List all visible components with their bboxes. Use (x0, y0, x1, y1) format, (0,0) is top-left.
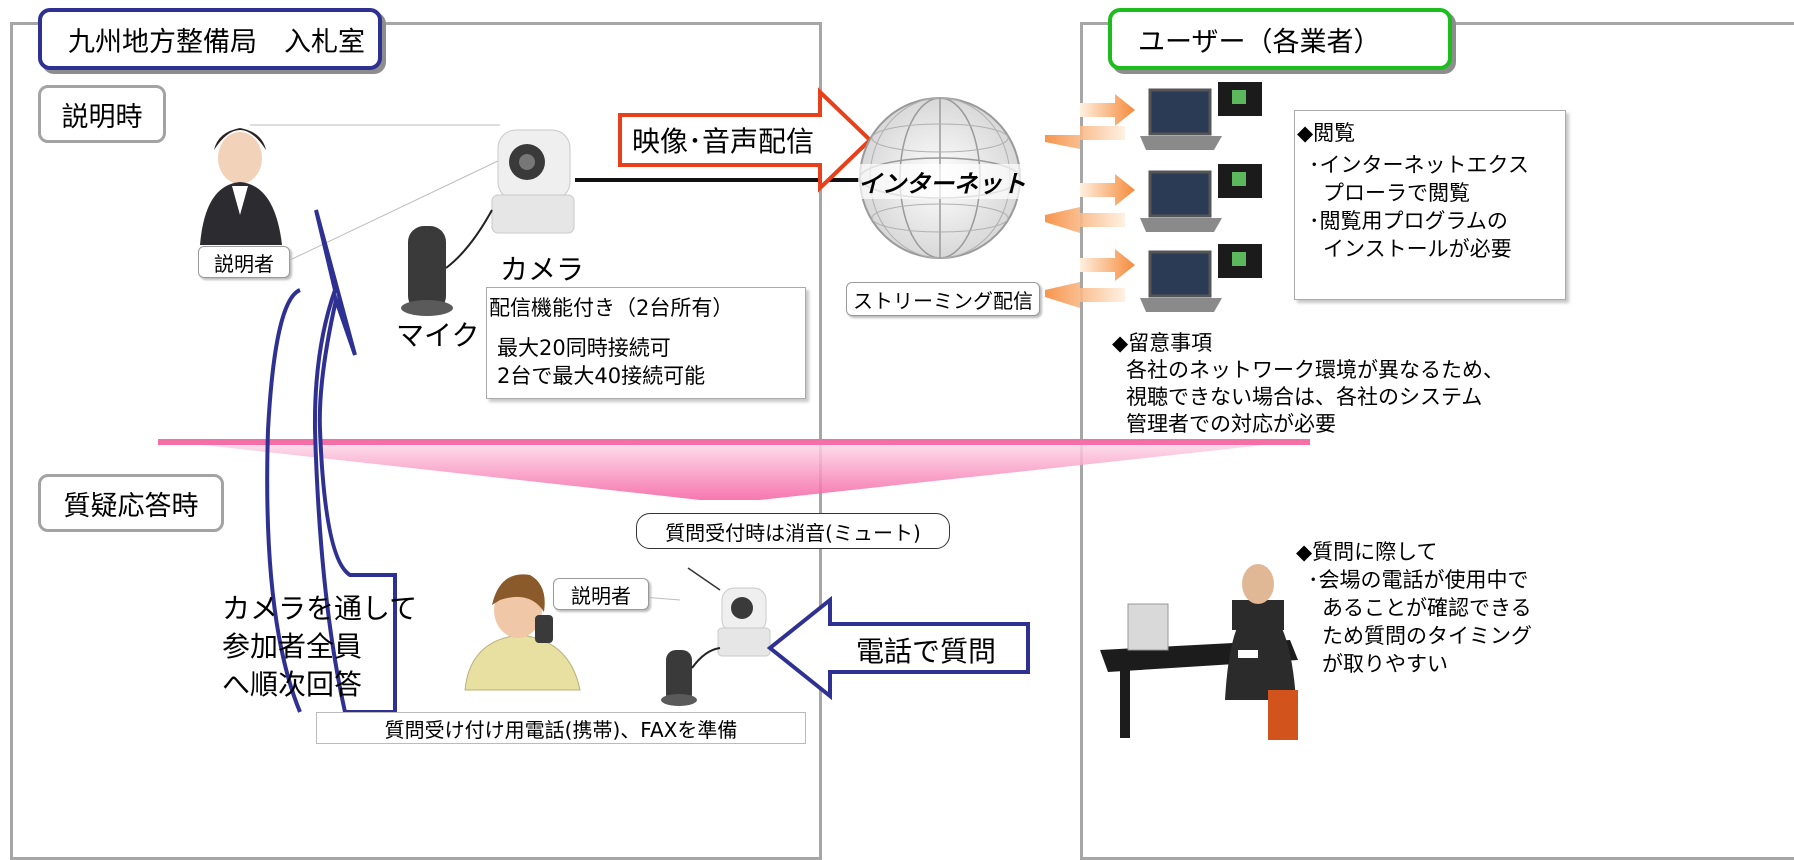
phone-question-label: 電話で質問 (856, 635, 997, 668)
caution-block: ◆留意事項 各社のネットワーク環境が異なるため、 視聴できない場合は、各社のシス… (1112, 330, 1504, 438)
presenter-tag: 説明者 (198, 246, 290, 278)
phone-prep-text: 質問受け付け用電話(携帯)、FAXを準備 (384, 717, 738, 742)
mic2-figure (661, 647, 721, 706)
camera2-figure (717, 587, 771, 657)
question-heading: ◆質問に際して (1296, 540, 1438, 564)
section-qa-label: 質疑応答時 (38, 474, 224, 532)
mute-bubble-text: 質問受付時は消音(ミュート) (665, 520, 921, 545)
laptops (1140, 82, 1262, 312)
question-block: ◆質問に際して ･会場の電話が使用中で あることが確認できる ため質問のタイミン… (1296, 538, 1532, 678)
orange-arrows (1045, 94, 1135, 308)
question-line4: が取りやすい (1322, 652, 1448, 676)
viewing-line3: ･閲覧用プログラムの (1309, 209, 1508, 233)
viewing-line1: ･インターネットエクス (1309, 153, 1529, 177)
feedback-band (158, 439, 1310, 500)
distribution-arrow (618, 87, 873, 193)
right-panel-title: ユーザー（各業者） (1108, 8, 1452, 70)
phone-prep-caption: 質問受け付け用電話(携帯)、FAXを準備 (316, 712, 806, 744)
distribution-arrow-label: 映像･音声配信 (632, 125, 815, 158)
camera-spec-note: 配信機能付き（2台所有） 最大20同時接続可 2台で最大40接続可能 (486, 287, 806, 399)
answer-line3: へ順次回答 (222, 668, 363, 701)
internet-label: インターネット (858, 164, 1026, 199)
left-panel-title-text: 九州地方整備局 入札室 (68, 26, 365, 58)
camera-label: カメラ (500, 253, 585, 286)
viewing-line4: インストールが必要 (1323, 237, 1512, 261)
section-explain-label: 説明時 (38, 85, 166, 143)
presenter-figure (200, 128, 282, 245)
answer-text: カメラを通して 参加者全員 へ順次回答 (222, 590, 417, 704)
mute-bubble: 質問受付時は消音(ミュート) (636, 513, 950, 549)
answer-line2: 参加者全員 (222, 630, 363, 663)
question-line3: ため質問のタイミング (1322, 624, 1532, 648)
question-line2: あることが確認できる (1322, 596, 1532, 620)
caution-line1: 各社のネットワーク環境が異なるため、 (1126, 358, 1504, 382)
viewing-note: ◆閲覧 ･インターネットエクス プローラで閲覧 ･閲覧用プログラムの インストー… (1294, 110, 1566, 300)
phone-question-arrow (766, 595, 1030, 701)
question-line1: ･会場の電話が使用中で (1308, 568, 1529, 592)
viewing-heading: ◆閲覧 (1297, 121, 1356, 145)
camera-spec-line2: 最大20同時接続可 (497, 336, 671, 360)
viewing-line2: プローラで閲覧 (1323, 181, 1470, 205)
answer-line1: カメラを通して (222, 592, 418, 625)
presenter2-tag: 説明者 (553, 578, 649, 610)
camera-spec-line1: 配信機能付き（2台所有） (489, 296, 734, 320)
answer-arrow (265, 209, 397, 714)
caution-heading: ◆留意事項 (1112, 331, 1213, 355)
streaming-tag: ストリーミング配信 (846, 282, 1040, 316)
mic-label: マイク (396, 319, 480, 352)
caution-line3: 管理者での対応が必要 (1126, 412, 1336, 436)
mic-figure (401, 209, 493, 316)
caution-line2: 視聴できない場合は、各社のシステム (1126, 385, 1483, 409)
right-panel-title-text: ユーザー（各業者） (1138, 26, 1381, 58)
businessman-figure (1100, 564, 1298, 740)
camera-figure (491, 129, 575, 234)
presenter2-figure (464, 574, 581, 691)
left-panel-title: 九州地方整備局 入札室 (38, 8, 382, 70)
camera-spec-line3: 2台で最大40接続可能 (497, 364, 706, 388)
